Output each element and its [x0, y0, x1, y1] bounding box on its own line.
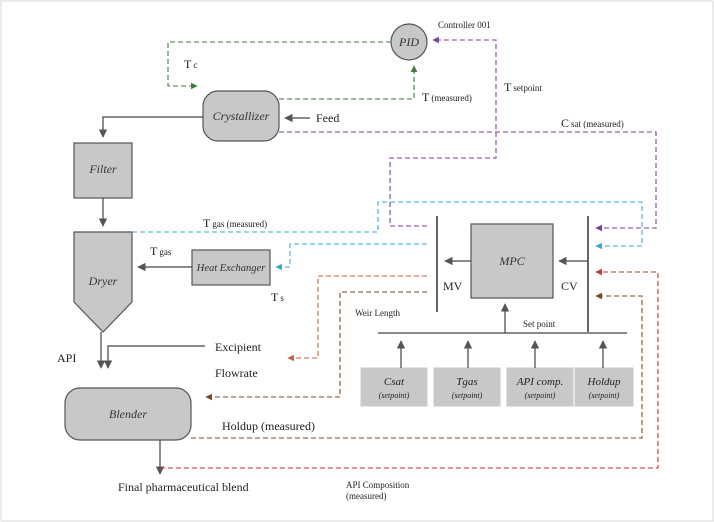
excipient-to-blender-line: [103, 345, 205, 369]
heat-exchanger-label: Heat Exchanger: [196, 263, 266, 274]
blender-label: Blender: [109, 407, 147, 421]
pid-label: PID: [398, 35, 419, 49]
tgas-measured-signal-line: [132, 201, 643, 250]
setpoint-csat-sub: (setpoint): [379, 391, 410, 400]
setpoint-api-comp-main: API comp.: [516, 376, 563, 388]
flowrate-label: Flowrate: [215, 366, 258, 380]
controller-id-label: Controller 001: [438, 20, 491, 30]
t-measured-label: T(measured): [422, 90, 472, 104]
t-measured-signal-line: [279, 65, 418, 100]
feed-label: Feed: [316, 111, 339, 125]
mpc-label: MPC: [498, 254, 525, 268]
setpoint-tgas-sub: (setpoint): [452, 391, 483, 400]
weir-length-label: Weir Length: [355, 308, 401, 318]
setpoint-box-tgas: [433, 367, 501, 407]
set-point-label: Set point: [523, 319, 556, 329]
setpoint-api-comp-sub: (setpoint): [525, 391, 556, 400]
final-blend-label: Final pharmaceutical blend: [118, 480, 249, 494]
blender-node: [64, 387, 192, 441]
setpoint-tgas-main: Tgas: [456, 376, 477, 388]
tc-signal-line: [167, 41, 391, 90]
setpoint-holdup-sub: (setpoint): [589, 391, 620, 400]
tgas-to-heat-exchanger-line: [275, 243, 427, 271]
dryer-label: Dryer: [88, 274, 118, 288]
cv-label: CV: [561, 279, 578, 293]
csat-measured-signal-line: [279, 131, 657, 232]
excipient-label: Excipient: [215, 340, 262, 354]
setpoint-box-csat: [360, 367, 428, 407]
setpoint-holdup-main: Holdup: [587, 376, 622, 388]
mv-label: MV: [443, 279, 463, 293]
crystallizer-label: Crystallizer: [213, 109, 270, 123]
api-label: API: [57, 351, 76, 365]
dryer-node: [73, 231, 133, 333]
t-setpoint-signal-line: [389, 36, 497, 227]
setpoint-box-api-comp: [506, 367, 574, 407]
api-composition-signal-line: [160, 268, 659, 469]
holdup-measured-label: Holdup (measured): [222, 419, 315, 433]
filter-node: [73, 142, 133, 199]
filter-label: Filter: [88, 162, 117, 176]
crystallizer-node: [202, 90, 280, 142]
setpoint-box-holdup: [574, 367, 634, 407]
api-composition-label-line1: API Composition: [346, 480, 410, 490]
setpoint-csat-main: Csat: [384, 376, 405, 388]
flowrate-signal-line: [205, 291, 427, 401]
crystallizer-to-filter-line: [98, 116, 203, 138]
holdup-measured-signal-line: [191, 292, 643, 439]
api-composition-label-line2: (measured): [346, 491, 386, 501]
